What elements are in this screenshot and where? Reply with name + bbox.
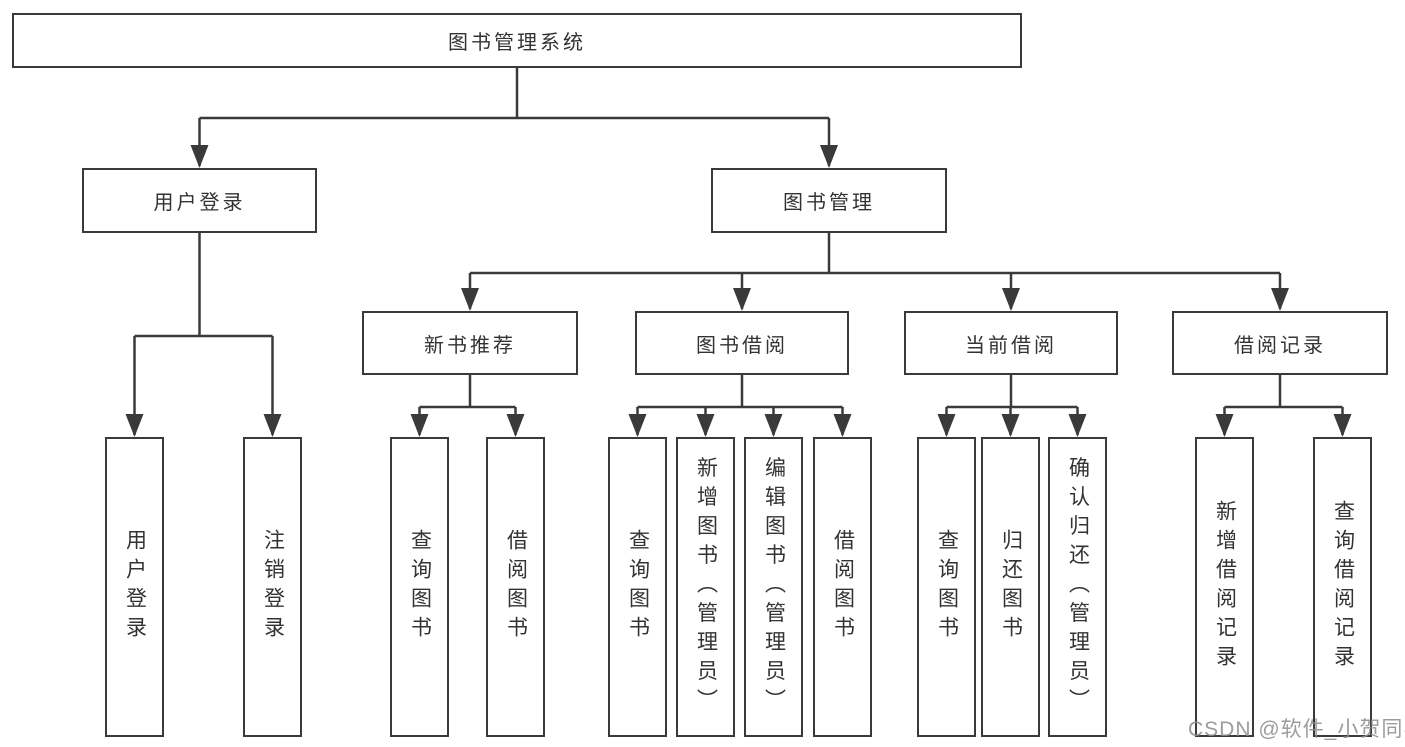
node-book-borrow-label: 图书借阅: [696, 334, 788, 357]
node-book-management-label: 图书管理: [783, 192, 875, 214]
connector-current-to-leaves: [945, 375, 1079, 435]
node-book-borrow: 图书借阅: [635, 311, 849, 375]
leaf-confirm-return-label: 确认归还（管理员）: [1066, 456, 1090, 718]
connector-root-to-level2: [198, 68, 831, 166]
connector-newbook-to-leaves: [418, 375, 517, 435]
leaf-newbook-borrow: 借阅图书: [486, 437, 545, 737]
leaf-borrow-edit-book: 编辑图书（管理员）: [744, 437, 803, 737]
leaf-user-login: 用户登录: [105, 437, 164, 737]
node-user-login: 用户登录: [82, 168, 317, 233]
leaf-newbook-query: 查询图书: [390, 437, 449, 737]
node-user-login-label: 用户登录: [153, 192, 246, 214]
leaf-query-record: 查询借阅记录: [1313, 437, 1372, 737]
connector-bookmgmt-to-level3: [468, 233, 1282, 309]
leaf-borrow-edit-book-label: 编辑图书（管理员）: [762, 456, 786, 718]
leaf-borrow-book-label: 借阅图书: [831, 529, 855, 645]
leaf-newbook-query-label: 查询图书: [408, 529, 432, 645]
leaf-current-query: 查询图书: [917, 437, 976, 737]
leaf-add-record-label: 新增借阅记录: [1213, 500, 1237, 674]
leaf-confirm-return: 确认归还（管理员）: [1048, 437, 1107, 737]
node-current-borrow: 当前借阅: [904, 311, 1118, 375]
leaf-borrow-book: 借阅图书: [813, 437, 872, 737]
node-root: 图书管理系统: [12, 13, 1022, 68]
connector-userlogin-to-leaves: [133, 233, 274, 435]
leaf-borrow-add-book: 新增图书（管理员）: [676, 437, 735, 737]
node-borrow-records: 借阅记录: [1172, 311, 1388, 375]
node-current-borrow-label: 当前借阅: [965, 334, 1057, 357]
node-new-book-recommend-label: 新书推荐: [424, 334, 516, 357]
connector-records-to-leaves: [1223, 375, 1344, 435]
node-root-label: 图书管理系统: [448, 32, 586, 54]
leaf-add-record: 新增借阅记录: [1195, 437, 1254, 737]
leaf-borrow-query: 查询图书: [608, 437, 667, 737]
leaf-query-record-label: 查询借阅记录: [1331, 500, 1355, 674]
leaf-logout-label: 注销登录: [261, 529, 285, 645]
leaf-logout: 注销登录: [243, 437, 302, 737]
node-book-management: 图书管理: [711, 168, 947, 233]
leaf-user-login-label: 用户登录: [123, 529, 147, 645]
leaf-borrow-add-book-label: 新增图书（管理员）: [694, 456, 718, 718]
leaf-return-book: 归还图书: [981, 437, 1040, 737]
csdn-watermark: CSDN @软件_小贺同学: [1188, 718, 1405, 741]
leaf-newbook-borrow-label: 借阅图书: [504, 529, 528, 645]
node-borrow-records-label: 借阅记录: [1234, 334, 1326, 357]
leaf-borrow-query-label: 查询图书: [626, 529, 650, 645]
node-new-book-recommend: 新书推荐: [362, 311, 578, 375]
connector-borrow-to-leaves: [636, 375, 844, 435]
leaf-return-book-label: 归还图书: [999, 529, 1023, 645]
leaf-current-query-label: 查询图书: [935, 529, 959, 645]
